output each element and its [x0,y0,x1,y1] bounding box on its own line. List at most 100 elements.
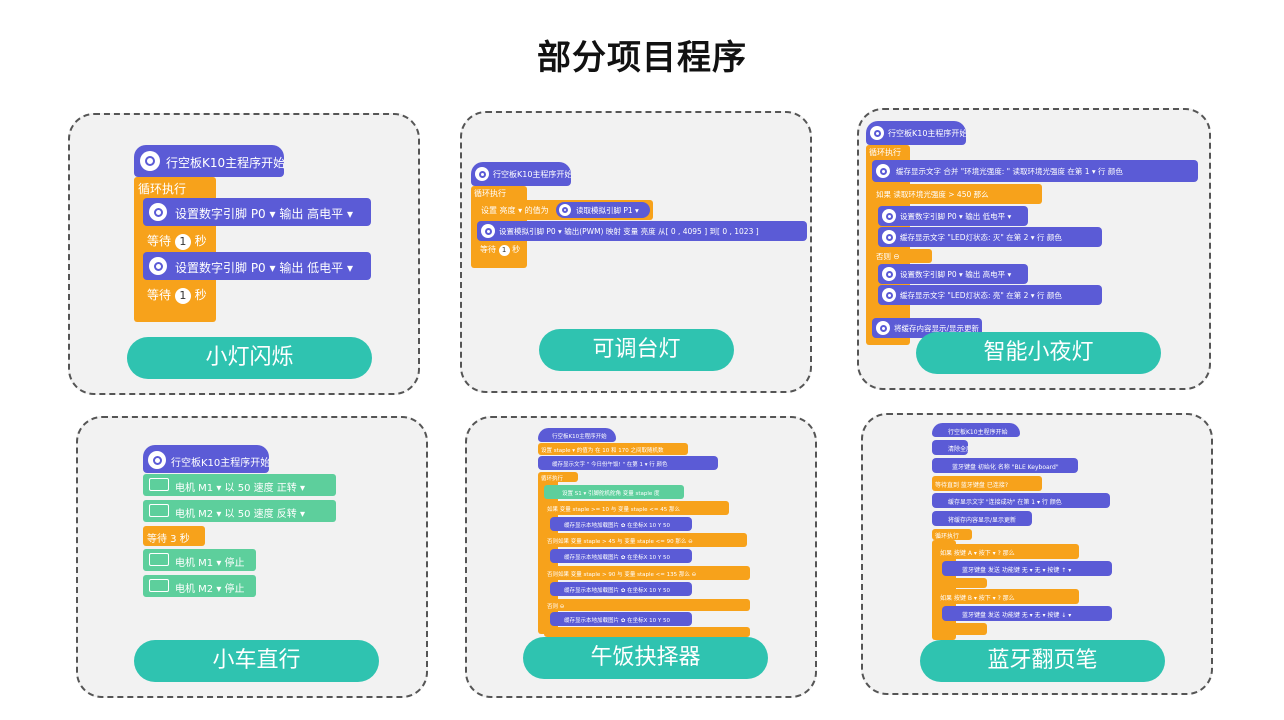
motor-icon [149,579,169,592]
motor-icon [149,504,169,517]
code-line[interactable]: 循环执行 [538,472,578,482]
motor-block[interactable]: 电机 M2 ▾ 以 50 速度 反转 ▾ [143,500,336,522]
wait-label: 等待 [480,245,496,254]
code-line[interactable]: 设置 S1 ▾ 引脚舵机舵角 变量 staple 度 [544,485,684,499]
code-line[interactable]: 蓝牙键盘 初始化 名称 "BLE Keyboard" [932,458,1078,473]
project-label-ble-presenter[interactable]: 蓝牙翻页笔 [920,640,1165,682]
k10-icon [876,164,890,178]
code-line[interactable]: 如果 按键 A ▾ 按下 ▾ ? 那么 [937,544,1079,559]
else-label: 否则 ⊖ [876,252,900,261]
code-line[interactable]: 将缓存内容显示/显示更新 [932,511,1032,526]
code-line[interactable]: 否则如果 变量 staple > 90 与 变量 staple <= 135 那… [544,566,750,580]
wait-label: 等待 [147,288,172,302]
motor-stop-block[interactable]: 电机 M1 ▾ 停止 [143,549,256,571]
set-pin-block[interactable]: 设置数字引脚 P0 ▾ 输出 高电平 ▾ [878,264,1028,284]
display-text-label: 缓存显示文字 "LED灯状态: 亮" 在第 2 ▾ 行 颜色 [900,291,1062,300]
code-line[interactable]: 否则 ⊖ [544,599,750,611]
code-line[interactable]: 缓存显示本地加载图片 ✿ 在坐标X 10 Y 50 [550,612,692,626]
set-pin-block[interactable]: 设置数字引脚 P0 ▾ 输出 高电平 ▾ [143,198,371,226]
k10-icon [559,204,571,216]
display-text-block[interactable]: 缓存显示文字 合并 "环境光强度: " 读取环境光强度 在第 1 ▾ 行 颜色 [872,160,1198,182]
k10-icon [882,209,896,223]
k10-icon [481,224,495,238]
set-pin-block[interactable]: 设置数字引脚 P0 ▾ 输出 低电平 ▾ [878,206,1028,226]
wait-block[interactable]: 等待 1 秒 [143,228,213,250]
hat-block[interactable]: 行空板K10主程序开始 [471,162,571,186]
wait-value[interactable]: 1 [498,245,510,256]
set-pin-label: 设置数字引脚 P0 ▾ 输出 低电平 ▾ [175,261,353,275]
hat-label: 行空板K10主程序开始 [888,129,966,138]
k10-icon [882,288,896,302]
set-variable-label: 设置 亮度 ▾ 的值为 [481,206,549,215]
forever-label: 循环执行 [474,189,506,198]
motor-block[interactable]: 电机 M1 ▾ 以 50 速度 正转 ▾ [143,474,336,496]
k10-icon [870,126,884,140]
wait-block[interactable]: 等待 3 秒 [143,526,205,546]
code-line[interactable]: 缓存显示本地加载图片 ✿ 在坐标X 10 Y 50 [550,549,692,563]
display-text-label: 缓存显示文字 "LED灯状态: 灭" 在第 2 ▾ 行 颜色 [900,233,1062,242]
k10-icon [876,321,890,335]
project-label-lunch-picker[interactable]: 午饭抉择器 [523,637,768,679]
project-label-dimmable-lamp[interactable]: 可调台灯 [539,329,734,371]
display-text-block[interactable]: 缓存显示文字 "LED灯状态: 灭" 在第 2 ▾ 行 颜色 [878,227,1102,247]
wait-unit: 秒 [194,234,207,248]
code-line[interactable]: 缓存显示本地加载图片 ✿ 在坐标X 10 Y 50 [550,517,692,531]
motor-stop-block[interactable]: 电机 M2 ▾ 停止 [143,575,256,597]
wait-block[interactable]: 等待 1 秒 [477,242,523,258]
code-line[interactable]: 如果 按键 B ▾ 按下 ▾ ? 那么 [937,589,1079,604]
if-end [937,623,987,635]
read-analog-label: 读取模拟引脚 P1 ▾ [576,206,639,215]
page-title: 部分项目程序 [537,38,747,78]
code-line[interactable]: 蓝牙键盘 发送 功能键 无 ▾ 无 ▾ 按键 ↑ ▾ [942,561,1112,576]
motor-stop-label: 电机 M2 ▾ 停止 [175,584,245,595]
pwm-label: 设置模拟引脚 P0 ▾ 输出(PWM) 映射 变量 亮度 从[ 0 , 4095… [499,227,759,236]
code-line[interactable]: 如果 变量 staple >= 10 与 变量 staple <= 45 那么 [544,501,729,515]
code-line[interactable]: 缓存显示文字 " 今日份午饭! " 在第 1 ▾ 行 颜色 [538,456,718,470]
read-analog-block[interactable]: 读取模拟引脚 P1 ▾ [556,202,650,218]
code-line[interactable]: 设置 staple ▾ 的值为 在 10 和 170 之间取随机数 [538,443,688,455]
if-end [544,627,750,637]
if-end [937,578,987,588]
if-block[interactable]: 如果 读取环境光强度 > 450 那么 [872,184,1042,204]
display-text-block[interactable]: 缓存显示文字 "LED灯状态: 亮" 在第 2 ▾ 行 颜色 [878,285,1102,305]
code-line[interactable]: 否则如果 变量 staple > 45 与 变量 staple <= 90 那么… [544,533,747,547]
wait-value[interactable]: 1 [174,234,191,250]
set-pin-label: 设置数字引脚 P0 ▾ 输出 高电平 ▾ [900,270,1012,279]
wait-value[interactable]: 1 [174,288,191,304]
code-line[interactable]: 缓存显示文字 "连接成功" 在第 1 ▾ 行 颜色 [932,493,1110,508]
wait-unit: 秒 [512,245,521,254]
pwm-block[interactable]: 设置模拟引脚 P0 ▾ 输出(PWM) 映射 变量 亮度 从[ 0 , 4095… [477,221,807,241]
k10-icon [149,257,167,275]
refresh-display-label: 将缓存内容显示/显示更新 [894,324,980,333]
forever-label: 循环执行 [869,148,901,157]
project-label-led-blink[interactable]: 小灯闪烁 [127,337,372,379]
else-block[interactable]: 否则 ⊖ [872,249,932,263]
set-pin-label: 设置数字引脚 P0 ▾ 输出 低电平 ▾ [900,212,1012,221]
set-pin-block[interactable]: 设置数字引脚 P0 ▾ 输出 低电平 ▾ [143,252,371,280]
code-line[interactable]: 循环执行 [932,529,972,540]
code-line[interactable]: 行空板K10主程序开始 [932,423,1020,437]
k10-icon [475,167,489,181]
code-line[interactable]: 等待直到 蓝牙键盘 已连接? [932,476,1042,491]
project-label-night-light[interactable]: 智能小夜灯 [916,332,1161,374]
code-line[interactable]: 清除全屏 [932,440,968,455]
code-line[interactable]: 缓存显示本地加载图片 ✿ 在坐标X 10 Y 50 [550,582,692,596]
hat-block[interactable]: 行空板K10主程序开始 [134,145,284,177]
wait-label: 等待 [147,234,172,248]
hat-block[interactable]: 行空板K10主程序开始 [866,121,966,145]
motor-label: 电机 M1 ▾ 以 50 速度 正转 ▾ [175,483,306,494]
if-label: 如果 读取环境光强度 > 450 那么 [876,190,989,199]
k10-icon [140,151,160,171]
k10-icon [882,267,896,281]
hat-label: 行空板K10主程序开始 [166,156,284,170]
set-pin-label: 设置数字引脚 P0 ▾ 输出 高电平 ▾ [175,207,353,221]
code-line[interactable]: 行空板K10主程序开始 [538,428,616,442]
hat-block[interactable]: 行空板K10主程序开始 [143,445,269,473]
display-text-label: 缓存显示文字 合并 "环境光强度: " 读取环境光强度 在第 1 ▾ 行 颜色 [896,167,1123,176]
k10-icon [149,203,167,221]
code-line[interactable]: 蓝牙键盘 发送 功能键 无 ▾ 无 ▾ 按键 ↓ ▾ [942,606,1112,621]
motor-icon [149,553,169,566]
wait-block[interactable]: 等待 1 秒 [143,282,213,304]
project-label-car-straight[interactable]: 小车直行 [134,640,379,682]
forever-label: 循环执行 [138,182,187,196]
